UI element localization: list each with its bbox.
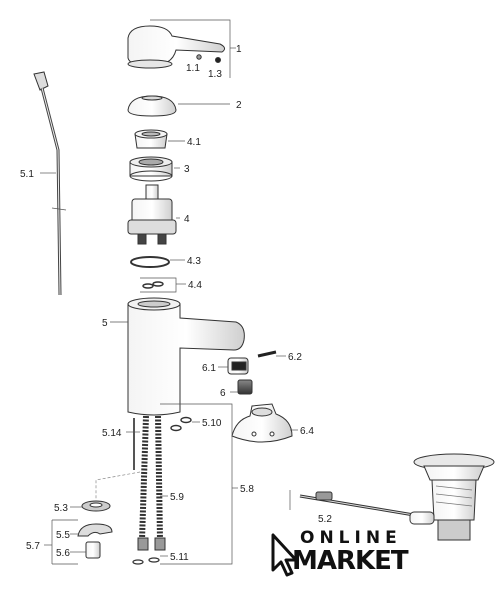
part-1-3-cap <box>215 57 221 63</box>
label-5-11: 5.11 <box>170 552 189 563</box>
part-6-aerator-insert <box>237 379 253 395</box>
part-5-3-fixing-plate <box>81 500 111 512</box>
logo-line-2: MARKET <box>292 546 409 576</box>
bracket-line-1 <box>150 19 231 78</box>
label-5-8: 5.8 <box>240 484 254 495</box>
label-5-2: 5.2 <box>318 514 332 525</box>
part-5-6-nut <box>85 541 101 559</box>
part-5-faucet-body <box>127 297 245 416</box>
part-4-1-ring <box>134 129 168 149</box>
label-6-2: 6.2 <box>288 352 302 363</box>
part-5-5-washer <box>77 523 113 537</box>
label-6-4: 6.4 <box>300 426 314 437</box>
part-3-nut <box>129 156 173 182</box>
label-6-1: 6.1 <box>202 363 216 374</box>
label-5-6: 5.6 <box>56 548 70 559</box>
part-6-2-pin <box>257 350 277 358</box>
bracket-5-7 <box>51 519 78 565</box>
label-5-14: 5.14 <box>102 428 122 439</box>
part-4-cartridge <box>127 184 177 245</box>
logo-line-1: ONLINE <box>300 528 402 548</box>
part-2-dome-cap <box>127 95 177 117</box>
guide-dashed <box>95 471 141 500</box>
part-5-9-flexible-hoses <box>137 415 166 551</box>
part-6-1-aerator <box>227 357 249 375</box>
label-5-3: 5.3 <box>54 503 68 514</box>
part-5-11-washers <box>132 557 160 565</box>
label-3: 3 <box>184 164 190 175</box>
label-6: 6 <box>220 388 226 399</box>
label-1: 1 <box>236 44 242 55</box>
cursor-arrow-icon <box>271 533 296 577</box>
part-5-2-pop-up-waste <box>299 453 495 541</box>
label-5-10: 5.10 <box>202 418 222 429</box>
label-5-9: 5.9 <box>170 492 184 503</box>
label-5-1: 5.1 <box>20 169 34 180</box>
part-4-3-o-ring <box>130 256 170 268</box>
online-market-logo: ONLINE MARKET <box>270 528 420 582</box>
part-1-lever-handle <box>127 25 226 69</box>
label-5: 5 <box>102 318 108 329</box>
part-4-4-seals <box>142 281 164 289</box>
label-1-1: 1.1 <box>186 63 200 74</box>
part-5-1-popup-rod <box>33 71 67 296</box>
label-5-7: 5.7 <box>26 541 40 552</box>
label-4: 4 <box>184 214 190 225</box>
bracket-5-8 <box>160 403 233 565</box>
part-5-10-o-rings <box>170 416 192 432</box>
part-6-4-mounting-plate <box>231 403 293 443</box>
bracket-4-4 <box>140 277 177 293</box>
label-5-5: 5.5 <box>56 530 70 541</box>
part-1-1-screw <box>196 54 202 60</box>
label-2: 2 <box>236 100 242 111</box>
label-1-3: 1.3 <box>208 69 222 80</box>
label-4-1: 4.1 <box>187 137 201 148</box>
label-4-3: 4.3 <box>187 256 201 267</box>
label-4-4: 4.4 <box>188 280 202 291</box>
